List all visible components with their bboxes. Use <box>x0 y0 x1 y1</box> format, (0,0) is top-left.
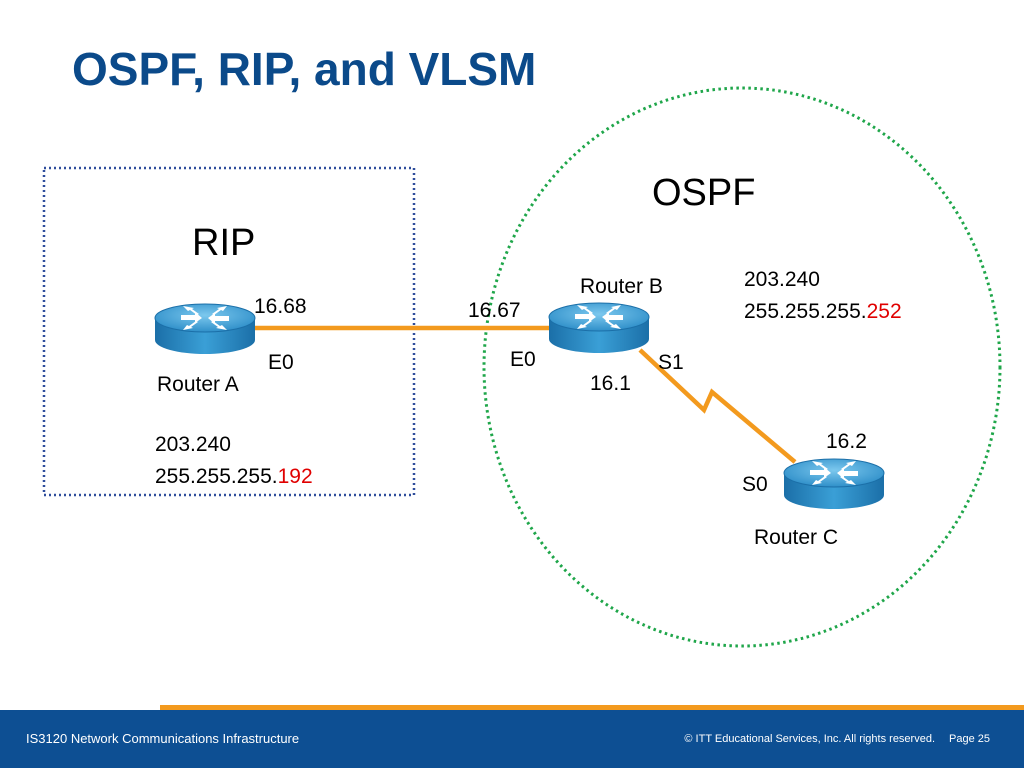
footer-page-number: Page 25 <box>949 733 990 745</box>
footer-course-title: IS3120 Network Communications Infrastruc… <box>26 731 300 746</box>
router-a-mask: 255.255.255.192 <box>155 466 313 487</box>
serial-link <box>638 348 797 464</box>
router-b-e0-address: 16.67 <box>468 299 521 322</box>
router-a-mask-suffix: 192 <box>277 465 313 488</box>
router-c-name: Router C <box>754 526 839 549</box>
router-b-mask-suffix: 252 <box>866 300 902 323</box>
router-a-icon <box>154 303 256 355</box>
router-a-mask-prefix: 255.255.255. <box>155 465 278 488</box>
ospf-zone-label: OSPF <box>652 172 756 214</box>
slide-title: OSPF, RIP, and VLSM <box>72 43 537 95</box>
router-a-network: 203.240 <box>155 433 231 456</box>
router-b-s1-address: 16.1 <box>590 372 631 395</box>
ospf-zone-border <box>482 86 1002 648</box>
router-a-address: 16.68 <box>254 295 307 318</box>
footer-bar <box>0 710 1024 768</box>
router-b-mask-prefix: 255.255.255. <box>744 300 867 323</box>
rip-zone-border <box>42 166 416 497</box>
router-b-mask: 255.255.255.252 <box>744 301 902 322</box>
router-b-e0-interface: E0 <box>510 348 536 371</box>
footer-accent-bar <box>160 705 1024 713</box>
footer-right: © ITT Educational Services, Inc. All rig… <box>684 733 990 745</box>
router-a-interface: E0 <box>268 351 294 374</box>
router-b-icon <box>548 302 650 354</box>
router-b-name: Router B <box>580 275 663 298</box>
footer-copyright: © ITT Educational Services, Inc. All rig… <box>684 733 936 745</box>
router-c-icon <box>783 458 885 510</box>
router-c-address: 16.2 <box>826 430 867 453</box>
router-b-network: 203.240 <box>744 268 820 291</box>
router-b-s1-interface: S1 <box>658 351 684 374</box>
router-c-interface: S0 <box>742 473 768 496</box>
rip-zone-label: RIP <box>192 222 256 264</box>
router-a-name: Router A <box>157 373 239 396</box>
